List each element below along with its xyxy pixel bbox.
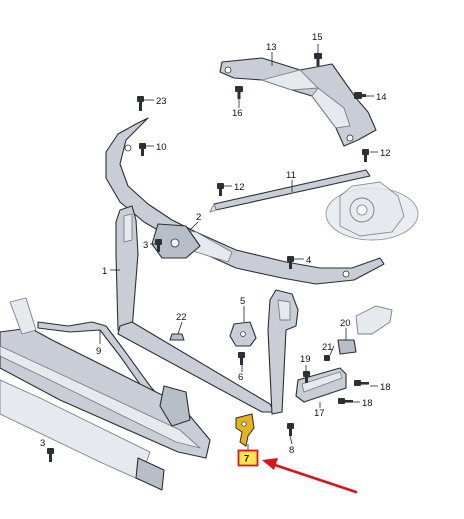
bolt-part-18-lower [338,398,353,404]
strut-dome-background [325,181,419,241]
bracket-part-17 [295,367,347,403]
upper-cross-member-part-13 [219,57,377,147]
label-10: 10 [156,142,167,153]
label-5: 5 [240,296,245,307]
label-2: 2 [196,212,201,223]
label-21: 21 [322,342,333,353]
bolt-part-19 [303,371,310,383]
side-member-right [267,289,299,415]
label-12-left: 12 [234,182,245,193]
label-16: 16 [232,108,243,119]
bolt-part-16 [235,86,243,99]
label-18-lower: 18 [362,398,373,409]
label-18-upper: 18 [380,382,391,393]
clip-part-20 [337,339,357,355]
bolt-part-3-upper [155,239,162,252]
label-14: 14 [376,92,387,103]
label-13: 13 [266,42,277,53]
label-7: 7 [244,454,249,465]
bolt-part-12-left [217,183,224,196]
label-23: 23 [156,96,167,107]
hood-latch-background [355,305,393,335]
bolt-part-6 [238,352,245,365]
label-8: 8 [289,445,294,456]
label-6: 6 [238,372,243,383]
clip-part-21 [324,355,330,361]
highlighted-bracket-part-7 [235,413,255,447]
label-15: 15 [312,32,323,43]
label-20: 20 [340,318,351,329]
part-7-highlight-box: 7 [237,449,259,467]
leader-lines [99,44,378,450]
bolt-part-14 [354,92,366,99]
label-1: 1 [102,266,107,277]
bolt-part-23 [137,96,144,111]
upper-support-rail-part-2 [105,117,385,285]
bolt-part-4 [287,256,294,269]
label-19: 19 [300,354,311,365]
bolt-part-3-lower [47,448,54,462]
bracket-part-5 [229,321,257,347]
label-11: 11 [286,170,296,181]
label-4: 4 [306,255,311,266]
bolt-part-10 [139,143,146,156]
callout-labels: 13 15 16 14 23 10 12 11 12 2 3 4 1 5 22 … [40,32,391,456]
label-3-lower: 3 [40,438,45,449]
red-pointer-arrow [262,458,358,494]
label-12-right: 12 [380,148,391,159]
label-22: 22 [176,312,187,323]
label-3-upper: 3 [143,240,148,251]
label-9: 9 [96,346,101,357]
bolt-part-12-right [362,149,369,162]
clip-part-22 [169,333,185,341]
bumper-crash-bar [0,297,211,491]
bolt-part-8 [287,423,294,436]
label-17: 17 [314,408,325,419]
bolt-part-18-upper [354,380,369,386]
bolt-part-15 [314,53,322,66]
